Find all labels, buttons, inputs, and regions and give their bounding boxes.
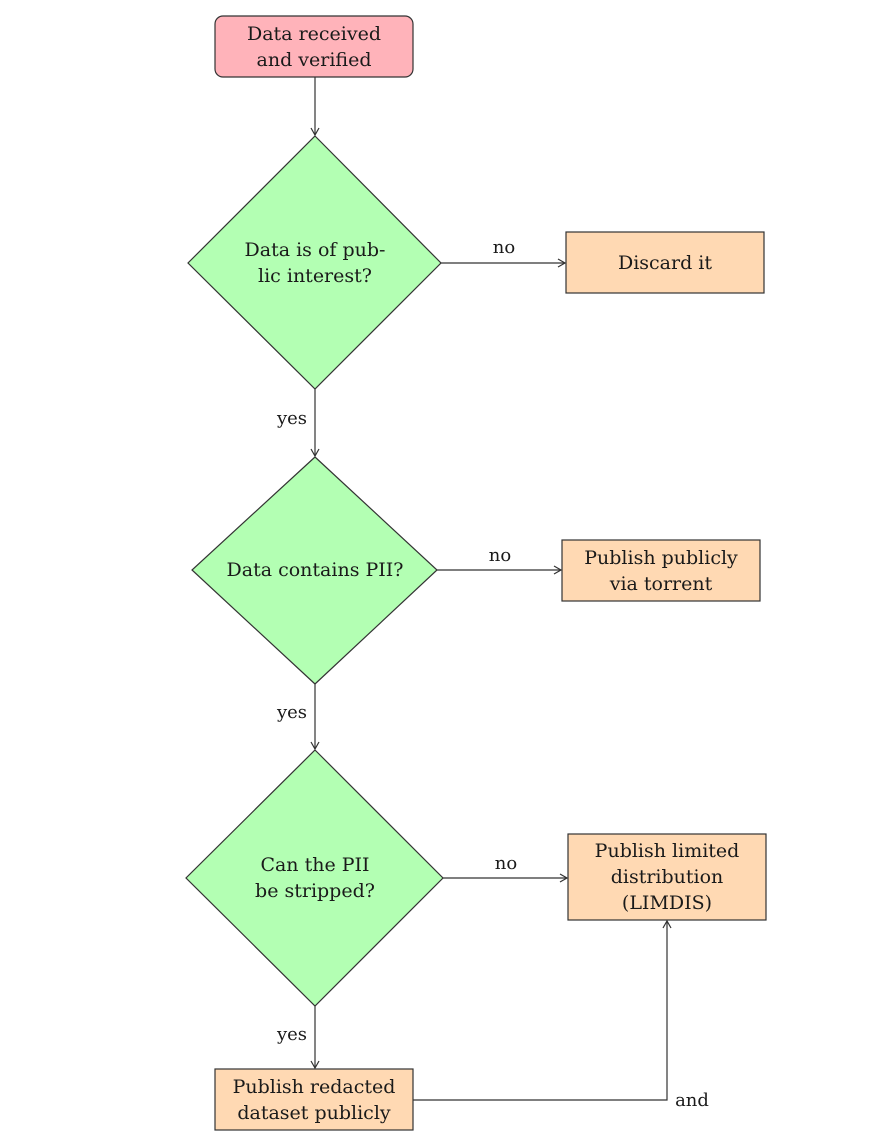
- edge-redacted-to-limdis: [413, 919, 672, 1101]
- edge-pii-yes-label: yes: [276, 702, 308, 723]
- decision-strip-pii-label: Can the PII be stripped?: [255, 854, 375, 902]
- edge-strip-no-label: no: [494, 853, 518, 874]
- edge-public-no-label: no: [492, 237, 516, 258]
- edge-pii-no-label: no: [488, 545, 512, 566]
- decision-contains-pii-label: Data contains PII?: [226, 559, 404, 581]
- decision-public-interest-label: Data is of pub- lic interest?: [244, 239, 386, 287]
- edge-redacted-and-label: and: [675, 1090, 709, 1111]
- publish-torrent-node-label: Publish publicly via torrent: [584, 546, 738, 595]
- discard-node-label: Discard it: [617, 251, 713, 274]
- edge-public-yes-label: yes: [276, 408, 308, 429]
- edge-strip-yes-label: yes: [276, 1024, 308, 1045]
- start-node-label: Data received and verified: [247, 22, 381, 71]
- publish-limdis-node-label: Publish limited distribution (LIMDIS): [594, 840, 740, 914]
- publish-limdis-node: [567, 833, 767, 921]
- discard-node: [565, 231, 765, 294]
- publish-redacted-node-label: Publish redacted dataset publicly: [232, 1075, 396, 1124]
- publish-torrent-node: [561, 539, 761, 602]
- start-node: [214, 15, 414, 78]
